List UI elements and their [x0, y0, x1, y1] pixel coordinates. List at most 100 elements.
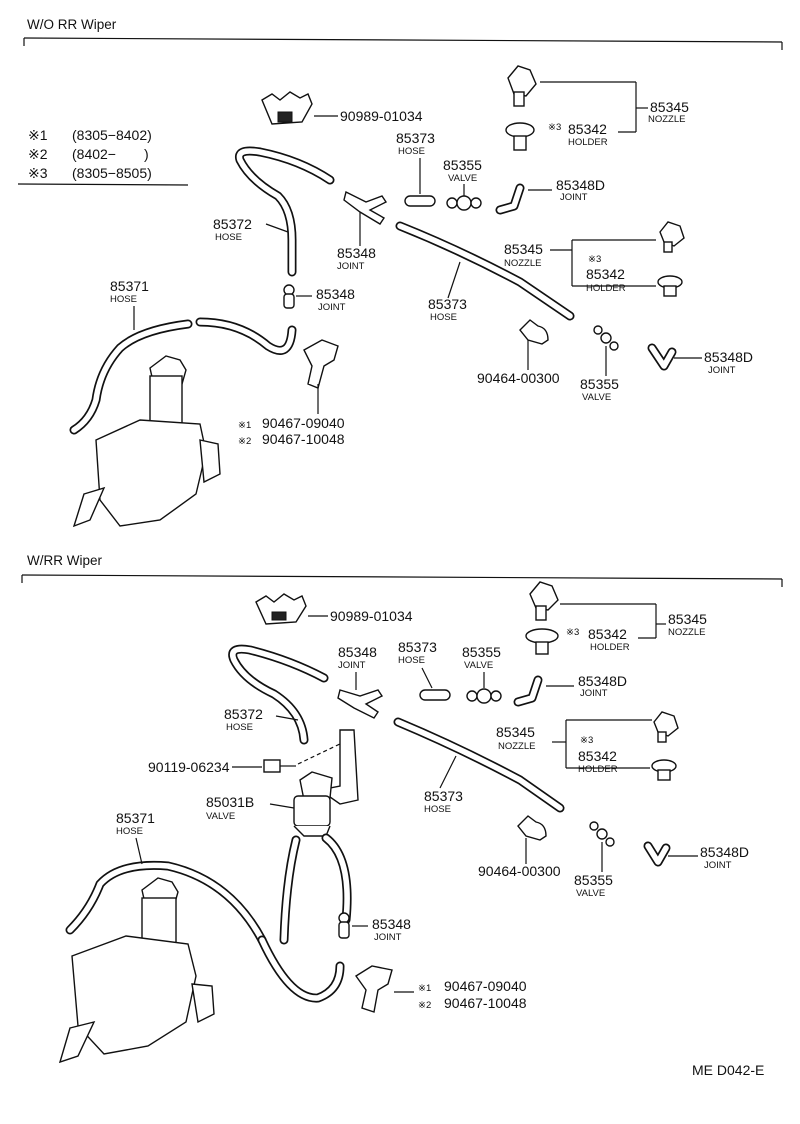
nozzle-icon — [653, 711, 679, 743]
footnote-mark: ※1 — [238, 420, 251, 431]
part-desc: VALVE — [576, 888, 605, 899]
part-desc: HOSE — [398, 146, 425, 157]
part-number: 85345 — [650, 99, 689, 115]
part-desc: JOINT — [704, 860, 732, 871]
footnote-mark: ※2 — [418, 1000, 431, 1011]
part-desc: JOINT — [560, 192, 588, 203]
washer-tank-icon — [58, 877, 215, 1064]
part-number: 85348D — [556, 177, 605, 193]
footnote-mark: ※3 — [588, 254, 601, 265]
legend-mark-2: ※2 — [28, 146, 48, 162]
part-desc: HOSE — [226, 722, 253, 733]
part-number: 85373 — [396, 130, 435, 146]
holder-icon — [651, 759, 677, 781]
short-hose-icon — [404, 195, 436, 207]
part-desc: HOSE — [430, 312, 457, 323]
part-desc: JOINT — [374, 932, 402, 943]
part-desc: HOSE — [424, 804, 451, 815]
part-desc: JOINT — [318, 302, 346, 313]
part-desc: JOINT — [337, 261, 365, 272]
section-header-bottom: W/RR Wiper — [21, 553, 783, 587]
part-number: 90467-10048 — [262, 431, 345, 447]
part-desc: HOLDER — [568, 137, 608, 148]
bottom-labels: 90989-01034 85345 NOZZLE ※3 85342 HOLDER… — [116, 603, 749, 1011]
part-number: 85348D — [704, 349, 753, 365]
part-desc: HOSE — [398, 655, 425, 666]
part-desc: NOZZLE — [498, 741, 535, 752]
clip-icon — [517, 815, 547, 841]
nozzle-icon — [507, 65, 537, 107]
part-number: 85373 — [428, 296, 467, 312]
part-number: 85372 — [213, 216, 252, 232]
top-artwork — [69, 65, 685, 528]
part-number: 85342 — [588, 626, 627, 642]
legend-range-1: (8305−8402) — [72, 127, 152, 143]
part-number: 90467-09040 — [262, 415, 345, 431]
check-valve-icon — [593, 325, 619, 351]
part-number: 85348 — [338, 644, 377, 660]
part-number: 85348D — [578, 673, 627, 689]
part-desc: HOLDER — [586, 283, 626, 294]
check-valve-icon — [589, 821, 615, 847]
holder-icon — [505, 122, 535, 151]
part-number: 85355 — [462, 644, 501, 660]
legend-range-2: (8402− ) — [72, 146, 149, 162]
bottom-artwork — [58, 581, 679, 1064]
y-joint-icon — [343, 190, 388, 225]
part-number: 85345 — [504, 241, 543, 257]
part-desc: JOINT — [708, 365, 736, 376]
part-number: 85348 — [316, 286, 355, 302]
bracket-icon — [261, 91, 313, 125]
part-desc: VALVE — [582, 392, 611, 403]
part-number: 85342 — [568, 121, 607, 137]
part-number: 85348 — [337, 245, 376, 261]
legend-mark-3: ※3 — [28, 165, 48, 181]
section-title-bottom: W/RR Wiper — [27, 553, 102, 568]
clamp-icon — [303, 339, 339, 389]
part-desc: JOINT — [580, 688, 608, 699]
short-hose-icon — [419, 689, 451, 701]
part-number: 90464-00300 — [477, 370, 560, 386]
legend: ※1 (8305−8402) ※2 (8402− ) ※3 (8305−8505… — [17, 127, 189, 186]
check-valve-icon — [446, 195, 482, 211]
footnote-mark: ※1 — [418, 983, 431, 994]
part-number: 85355 — [580, 376, 619, 392]
part-desc: NOZZLE — [504, 258, 541, 269]
part-desc: HOSE — [116, 826, 143, 837]
part-number: 85355 — [443, 157, 482, 173]
part-desc: NOZZLE — [668, 627, 705, 638]
part-desc: HOSE — [110, 294, 137, 305]
clamp-icon — [354, 965, 393, 1013]
top-labels: 90989-01034 85373 HOSE 85355 VALVE 85345… — [110, 81, 753, 447]
part-desc: NOZZLE — [648, 114, 685, 125]
part-desc: JOINT — [338, 660, 366, 671]
part-number: 85342 — [586, 266, 625, 282]
joint-icon — [283, 284, 295, 309]
valve-bracket-icon — [318, 729, 359, 805]
diagram-code: ME D042-E — [692, 1062, 764, 1078]
part-desc: HOSE — [215, 232, 242, 243]
part-number: 85031B — [206, 794, 254, 810]
part-number: 85345 — [496, 724, 535, 740]
part-desc: VALVE — [464, 660, 493, 671]
part-desc: VALVE — [206, 811, 235, 822]
part-desc: VALVE — [448, 173, 477, 184]
valve-icon — [293, 771, 333, 837]
part-number: 85345 — [668, 611, 707, 627]
part-number: 90989-01034 — [340, 108, 423, 124]
washer-tank-icon — [72, 355, 221, 528]
bolt-icon — [263, 741, 345, 773]
part-number: 90467-10048 — [444, 995, 527, 1011]
nozzle-icon — [659, 221, 685, 253]
footnote-mark: ※3 — [566, 627, 579, 638]
footnote-mark: ※3 — [548, 122, 561, 133]
part-number: 85371 — [110, 278, 149, 294]
part-desc: HOLDER — [578, 764, 618, 775]
holder-icon — [525, 628, 559, 655]
part-number: 85371 — [116, 810, 155, 826]
part-desc: HOLDER — [590, 642, 630, 653]
footnote-mark: ※3 — [580, 735, 593, 746]
part-number: 90467-09040 — [444, 978, 527, 994]
part-number: 85348 — [372, 916, 411, 932]
